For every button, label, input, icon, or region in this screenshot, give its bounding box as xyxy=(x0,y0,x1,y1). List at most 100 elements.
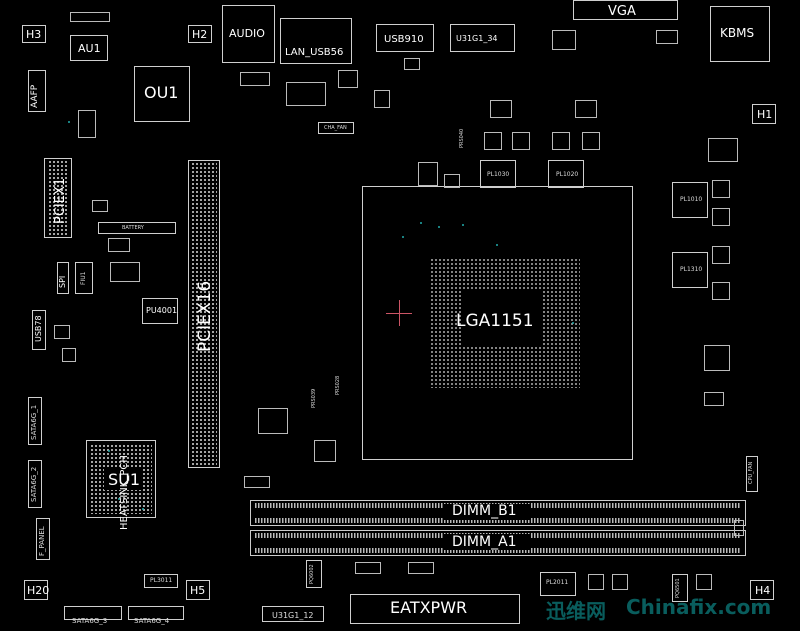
connector-lan-usb56 xyxy=(280,18,352,64)
inductor-pl1030 xyxy=(480,160,516,188)
via xyxy=(420,222,422,224)
label-battery: BATTERY xyxy=(122,225,144,231)
component xyxy=(110,262,140,282)
header-cha-fan xyxy=(318,122,354,134)
component xyxy=(62,348,76,362)
label-pu4001: PU4001 xyxy=(146,306,178,315)
slot-pciex16 xyxy=(188,160,220,468)
via xyxy=(118,498,120,500)
label-pciex16: PCIEX16 xyxy=(195,280,215,352)
component xyxy=(286,82,326,106)
component xyxy=(374,90,390,108)
cpu-socket-outline xyxy=(362,186,633,460)
label-lan-usb56: LAN_USB56 xyxy=(285,47,344,58)
label-sata6g-3: SATA6G_3 xyxy=(72,617,108,625)
chip xyxy=(704,345,730,371)
chip-au1 xyxy=(70,35,108,61)
component xyxy=(338,70,358,88)
label-heatsink-pch: HEATSINK_PCH xyxy=(119,455,130,530)
label-ou1: OU1 xyxy=(144,83,179,102)
label-h2: H2 xyxy=(192,28,208,41)
mosfet xyxy=(552,132,570,150)
component xyxy=(108,238,130,252)
dimm-a1-pins-bottom xyxy=(255,548,741,553)
chip-pch-su1 xyxy=(86,440,156,518)
label-su1: SU1 xyxy=(108,470,141,489)
mosfet xyxy=(712,208,730,226)
slot-pciex1 xyxy=(44,158,72,238)
connector-sata6g-4 xyxy=(128,606,184,620)
mount-hole-h4 xyxy=(750,580,774,600)
via xyxy=(68,121,70,123)
header-aafp xyxy=(28,70,46,112)
via xyxy=(462,224,464,226)
via xyxy=(438,226,440,228)
label-prs028: PRS028 xyxy=(335,375,341,395)
chip-fiu1 xyxy=(75,262,93,294)
connector-sata6g-1 xyxy=(28,397,42,445)
inductor-pl1020 xyxy=(548,160,584,188)
via xyxy=(108,450,110,452)
mosfet xyxy=(575,100,597,118)
connector-eatxpwr xyxy=(350,594,520,624)
mosfet xyxy=(484,132,502,150)
component xyxy=(70,12,110,22)
mosfet-pq6501 xyxy=(672,574,688,602)
label-dimm-a1: DIMM_A1 xyxy=(452,534,517,550)
header-u31g1-12 xyxy=(262,606,324,622)
label-h20: H20 xyxy=(27,584,50,597)
component xyxy=(92,200,108,212)
component xyxy=(552,30,576,50)
label-usb78: USB78 xyxy=(34,315,43,342)
label-sata6g-1: SATA6G_1 xyxy=(30,404,38,440)
connector-sata6g-2 xyxy=(28,460,42,508)
mosfet xyxy=(490,100,512,118)
label-h3: H3 xyxy=(26,28,42,41)
label-fiu1: FIU1 xyxy=(80,271,87,285)
label-pl1030: PL1030 xyxy=(487,171,510,178)
inductor-pl1010 xyxy=(672,182,708,218)
dimm-b1-label-area xyxy=(444,504,530,520)
dimm-b1-pins-bottom xyxy=(255,518,741,523)
label-pl2011: PL2011 xyxy=(546,579,569,586)
mosfet xyxy=(712,282,730,300)
via xyxy=(496,244,498,246)
mosfet xyxy=(512,132,530,150)
mount-hole-h1 xyxy=(752,104,776,124)
chip-pu4001 xyxy=(142,298,178,324)
label-pq6002: PQ6002 xyxy=(309,564,315,584)
label-eatxpwr: EATXPWR xyxy=(390,598,468,617)
watermark-chinese: 迅维网 xyxy=(546,599,606,623)
watermark-chinafix: Chinafix.com xyxy=(626,595,772,619)
label-pl1010: PL1010 xyxy=(680,196,703,203)
label-audio: AUDIO xyxy=(229,27,265,40)
chip xyxy=(418,162,438,186)
label-u31g1-12: U31G1_12 xyxy=(272,611,314,620)
header-usb78 xyxy=(32,310,46,350)
header-f-panel xyxy=(36,518,50,560)
inductor-pl2011 xyxy=(540,572,576,596)
cpu-socket-center-void xyxy=(461,290,541,346)
chip xyxy=(444,174,460,188)
slot-pciex1-pins xyxy=(48,160,68,236)
label-spi: SPI xyxy=(58,275,67,288)
component xyxy=(355,562,381,574)
component xyxy=(704,392,724,406)
inductor-pl1310 xyxy=(672,252,708,288)
label-sata6g-2: SATA6G_2 xyxy=(30,466,38,502)
mount-hole-h20 xyxy=(24,580,48,600)
label-au1: AU1 xyxy=(78,42,101,55)
mount-hole-h3 xyxy=(22,25,46,43)
header-u31g1-34 xyxy=(450,24,515,52)
label-dimm-b1: DIMM_B1 xyxy=(452,503,517,519)
connector-audio xyxy=(222,5,275,63)
mosfet xyxy=(712,246,730,264)
via xyxy=(572,322,574,324)
mosfet xyxy=(712,180,730,198)
component xyxy=(696,574,712,590)
battery-holder xyxy=(98,222,176,234)
label-pl1020: PL1020 xyxy=(556,171,579,178)
crosshair-marker-v xyxy=(399,300,400,326)
label-pciex1: PCIEX1 xyxy=(53,177,68,224)
mosfet xyxy=(582,132,600,150)
